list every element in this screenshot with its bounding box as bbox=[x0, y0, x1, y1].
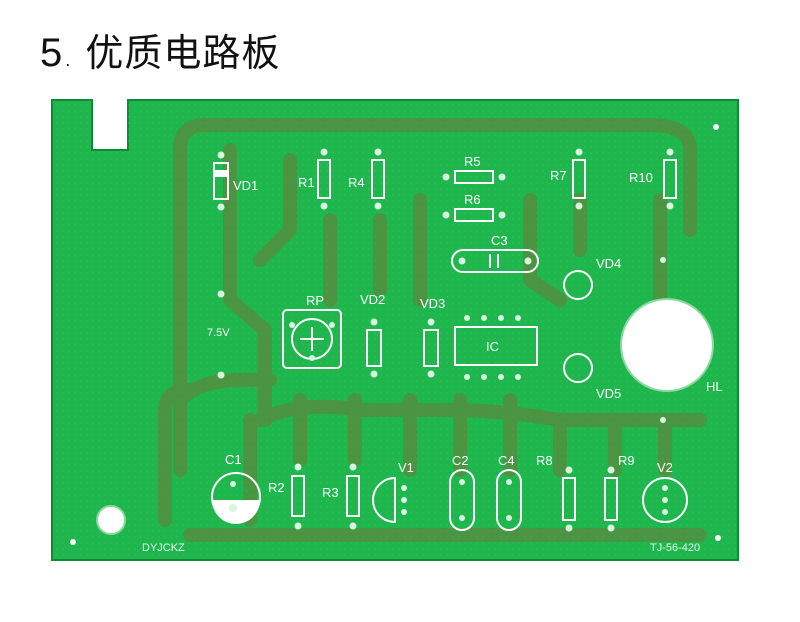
label-c2: C2 bbox=[452, 453, 469, 468]
label-r8: R8 bbox=[536, 453, 553, 468]
label-r6: R6 bbox=[464, 192, 481, 207]
heading-title: 优质电路板 bbox=[85, 31, 281, 75]
label-model: TJ-56-420 bbox=[650, 542, 700, 554]
label-c1: C1 bbox=[225, 452, 242, 467]
copper-traces bbox=[158, 118, 707, 542]
label-r1: R1 bbox=[298, 175, 315, 190]
mounting-hole-bottom-left bbox=[96, 505, 126, 535]
label-r2: R2 bbox=[268, 480, 285, 495]
solder-pads bbox=[217, 148, 674, 532]
page-heading: 5 . 优质电路板 bbox=[40, 22, 280, 77]
label-hl: HL bbox=[706, 379, 723, 394]
label-vd4: VD4 bbox=[596, 256, 621, 271]
heading-number: 5 bbox=[40, 31, 64, 75]
label-ic: IC bbox=[486, 339, 499, 354]
label-vd2: VD2 bbox=[360, 292, 385, 307]
label-r7: R7 bbox=[550, 168, 567, 183]
silkscreen-components bbox=[211, 159, 688, 531]
label-r10: R10 bbox=[629, 170, 653, 185]
label-v2: V2 bbox=[657, 460, 673, 475]
label-c4: C4 bbox=[498, 453, 515, 468]
label-c3: C3 bbox=[491, 233, 508, 248]
label-r4: R4 bbox=[348, 175, 365, 190]
label-vd1: VD1 bbox=[233, 178, 258, 193]
label-voltage: 7.5V bbox=[207, 327, 230, 339]
label-r5: R5 bbox=[464, 154, 481, 169]
svg-text:+: + bbox=[243, 483, 250, 497]
heading-separator: . bbox=[65, 51, 72, 70]
label-vd5: VD5 bbox=[596, 386, 621, 401]
label-v1: V1 bbox=[398, 460, 414, 475]
label-r9: R9 bbox=[618, 453, 635, 468]
label-rp: RP bbox=[306, 293, 324, 308]
label-vd3: VD3 bbox=[420, 296, 445, 311]
label-maker: DYJCKZ bbox=[142, 542, 185, 554]
mounting-hole-hl bbox=[620, 298, 714, 392]
label-r3: R3 bbox=[322, 485, 339, 500]
